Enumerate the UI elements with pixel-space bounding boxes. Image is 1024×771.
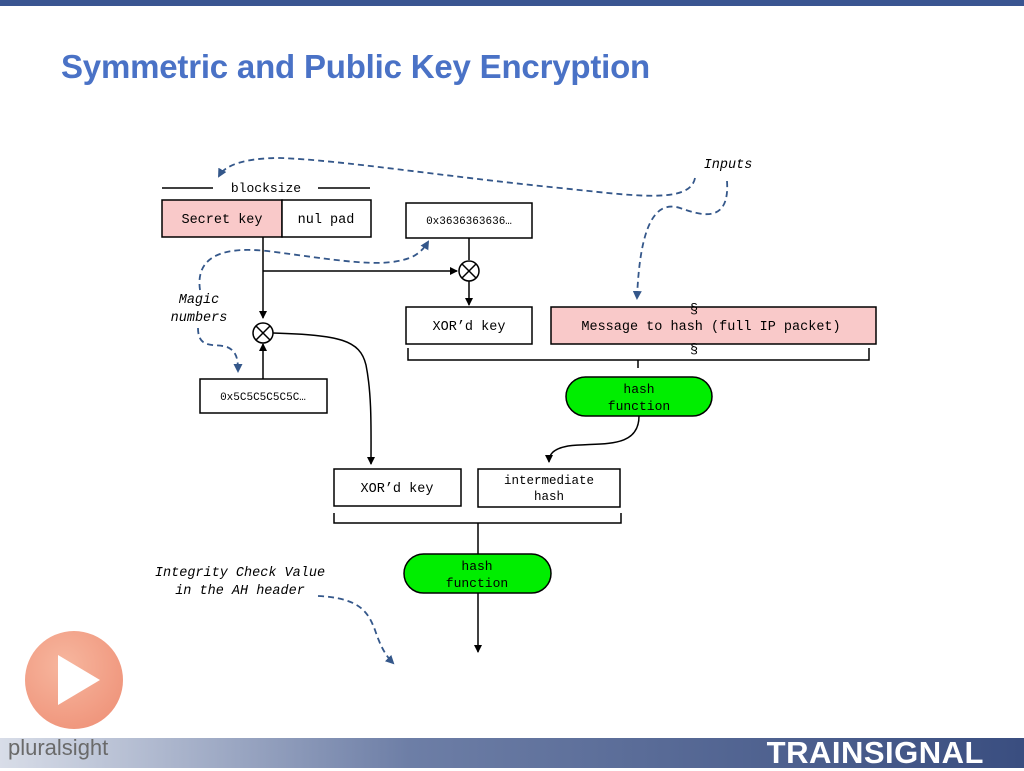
- opad-label: 0x5C5C5C5C5C…: [220, 392, 306, 404]
- slide-title: Symmetric and Public Key Encryption: [61, 48, 650, 85]
- intermediate-label-line1: intermediate: [504, 474, 594, 488]
- icv-dashed-arrow: [317, 595, 395, 665]
- inputs-label: Inputs: [704, 158, 753, 173]
- xord-key-box-inner: [405, 306, 533, 345]
- intermediate-label-line2: hash: [534, 490, 564, 504]
- xord-key-label-outer: XOR’d key: [361, 482, 434, 497]
- inner-concat-bracket: [407, 348, 870, 368]
- pluralsight-watermark: pluralsight: [8, 735, 109, 760]
- secret-key-box: [161, 199, 283, 238]
- nul-pad-box: [281, 199, 372, 238]
- outer-hash-label-line2: function: [446, 576, 508, 591]
- inner-hash-to-intermediate-arrow: [545, 415, 640, 463]
- opad-box: [199, 378, 328, 414]
- blocksize-label: blocksize: [231, 181, 301, 196]
- magic-label-line1: Magic: [179, 293, 220, 308]
- outer-concat-bracket: [333, 513, 622, 531]
- icv-label-line2: in the AH header: [175, 584, 305, 599]
- icv-label-line1: Integrity Check Value: [155, 566, 325, 581]
- message-label: Message to hash (full IP packet): [581, 320, 840, 335]
- outer-xor-icon: [252, 322, 274, 344]
- section-sign-top: §: [690, 300, 698, 316]
- outer-hash-label-line1: hash: [461, 559, 492, 574]
- play-icon[interactable]: [58, 655, 100, 705]
- xord-key-label-inner: XOR’d key: [433, 320, 506, 335]
- xord-key-box-outer: [333, 468, 462, 507]
- magic-to-ipad-dashed-arrow: [198, 240, 430, 291]
- section-sign-bottom: §: [690, 340, 698, 356]
- intermediate-hash-box: [477, 468, 621, 508]
- bottom-bar: [0, 738, 1024, 768]
- secret-key-label: Secret key: [181, 213, 262, 228]
- inputs-to-blocksize-dashed-arrow: [218, 157, 696, 197]
- inputs-to-message-dashed-arrow: [632, 180, 728, 300]
- trainsignal-logo: TRAINSIGNAL: [766, 735, 984, 770]
- top-accent-bar: [0, 0, 1024, 6]
- message-box: [550, 306, 877, 345]
- inner-hash-label-line1: hash: [623, 382, 654, 397]
- inner-hash-label-line2: function: [608, 399, 670, 414]
- outer-xor-output-arrow: [272, 332, 376, 465]
- magic-label-line2: numbers: [171, 311, 228, 326]
- inner-xor-icon: [458, 260, 480, 282]
- magic-to-opad-dashed-arrow: [197, 327, 243, 373]
- ipad-label: 0x3636363636…: [426, 216, 512, 228]
- nul-pad-label: nul pad: [298, 213, 355, 228]
